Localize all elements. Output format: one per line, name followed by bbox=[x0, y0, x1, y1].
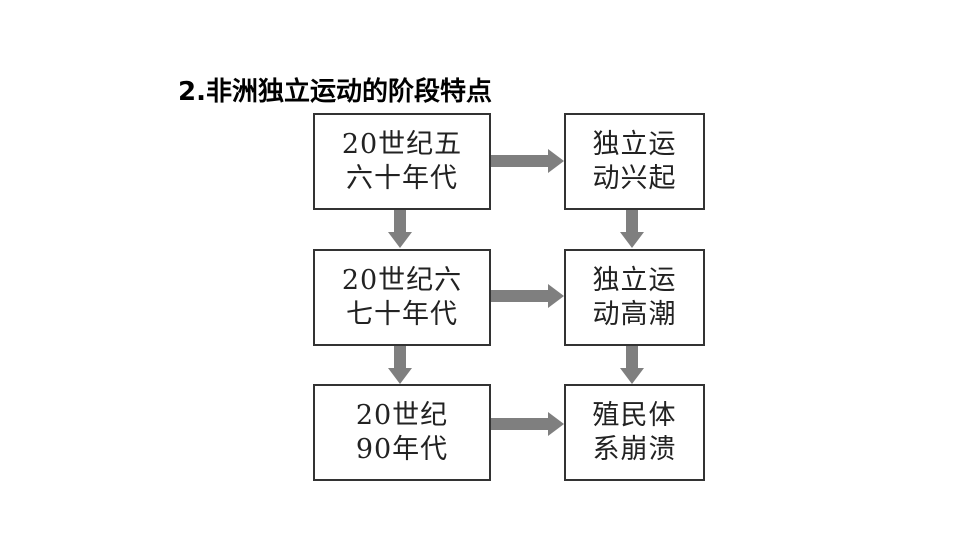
period-1-line1: 20世纪五 bbox=[341, 128, 463, 160]
period-3-line2: 90年代 bbox=[355, 433, 449, 465]
stage-3-line1: 殖民体 bbox=[592, 399, 677, 431]
stage-1-line2: 动兴起 bbox=[592, 162, 677, 194]
stage-3-line2: 系崩溃 bbox=[592, 433, 677, 465]
arrow-down-left-2 bbox=[388, 346, 412, 384]
arrow-right-row2 bbox=[491, 284, 564, 308]
period-box-1960s-70s: 20世纪六 七十年代 bbox=[313, 249, 491, 346]
period-1-line2: 六十年代 bbox=[346, 162, 458, 194]
arrow-down-right-2 bbox=[620, 346, 644, 384]
slide-title: 2.非洲独立运动的阶段特点 bbox=[178, 77, 492, 107]
stage-2-line1: 独立运 bbox=[592, 264, 677, 296]
stage-1-line1: 独立运 bbox=[592, 128, 677, 160]
stage-2-line2: 动高潮 bbox=[592, 298, 677, 330]
stage-box-collapse: 殖民体 系崩溃 bbox=[564, 384, 705, 481]
stage-box-climax: 独立运 动高潮 bbox=[564, 249, 705, 346]
arrow-down-right-1 bbox=[620, 210, 644, 248]
arrow-right-row1 bbox=[491, 149, 564, 173]
period-box-1990s: 20世纪 90年代 bbox=[313, 384, 491, 481]
arrow-down-left-1 bbox=[388, 210, 412, 248]
arrow-right-row3 bbox=[491, 412, 564, 436]
stage-box-rise: 独立运 动兴起 bbox=[564, 113, 705, 210]
period-box-1950s-60s: 20世纪五 六十年代 bbox=[313, 113, 491, 210]
period-2-line2: 七十年代 bbox=[346, 298, 458, 330]
period-3-line1: 20世纪 bbox=[355, 399, 449, 431]
period-2-line1: 20世纪六 bbox=[341, 264, 463, 296]
